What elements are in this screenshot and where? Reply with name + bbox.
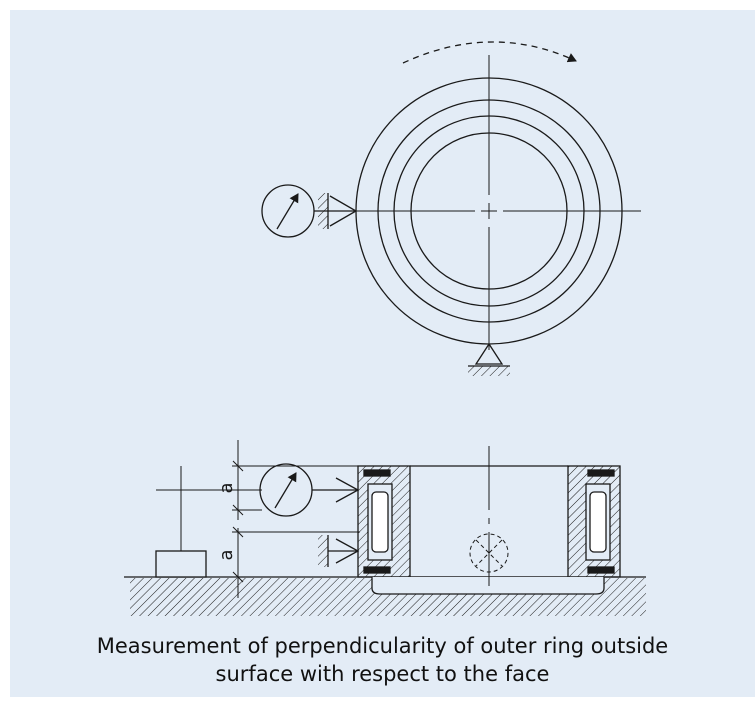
dial-gauge-icon xyxy=(259,463,313,517)
gauge-probe-top xyxy=(314,193,358,229)
dimension-label-upper: a xyxy=(216,482,237,493)
gauge-probe-upper xyxy=(312,477,360,503)
dial-gauge-icon xyxy=(261,184,315,238)
support-plate xyxy=(371,577,605,595)
gauge-probe-lower xyxy=(318,535,360,567)
caption-line-2: surface with respect to the face xyxy=(215,662,550,686)
support-triangle-icon xyxy=(468,342,510,376)
rolling-element-icon xyxy=(469,533,509,573)
figure-caption: Measurement of perpendicularity of outer… xyxy=(10,632,755,688)
top-view-centerlines xyxy=(334,55,641,350)
bearing-section-left xyxy=(357,465,411,578)
rotation-arrow-icon xyxy=(402,41,577,64)
bearing-section-right xyxy=(567,465,621,578)
gauge-stand xyxy=(156,466,262,551)
dimension-a-lines xyxy=(232,440,360,598)
reference-block xyxy=(155,550,207,578)
dimension-label-lower: a xyxy=(216,549,237,560)
caption-line-1: Measurement of perpendicularity of outer… xyxy=(96,634,669,658)
